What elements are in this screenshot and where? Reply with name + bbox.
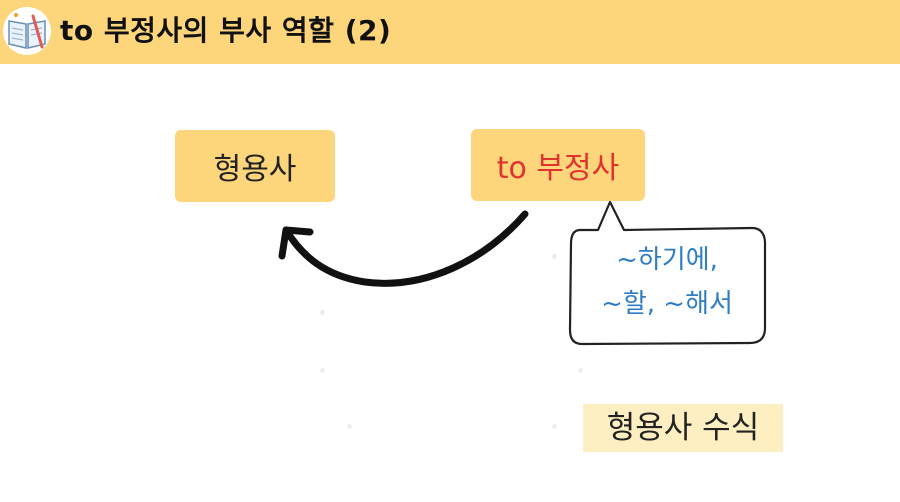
bubble-line-2: ~할, ~해서 <box>601 289 733 319</box>
slide-header: to 부정사의 부사 역할 (2) <box>0 0 900 64</box>
decorative-dot <box>552 254 557 259</box>
slide-title: to 부정사의 부사 역할 (2) <box>60 14 392 47</box>
speech-bubble <box>568 200 767 346</box>
decorative-dot <box>347 424 352 429</box>
decorative-dot <box>320 368 325 373</box>
open-book-icon <box>3 7 51 55</box>
caption-text: 형용사 수식 <box>606 410 760 446</box>
bubble-line-1: ~하기에, <box>616 245 718 275</box>
speech-bubble-text: ~하기에, ~할, ~해서 <box>574 238 760 326</box>
decorative-dot <box>320 310 325 315</box>
adjective-box: 형용사 <box>175 130 335 202</box>
decorative-dot <box>578 368 583 373</box>
decorative-dot <box>552 424 557 429</box>
infinitive-box: to 부정사 <box>471 129 645 201</box>
curved-arrow <box>278 210 529 287</box>
caption-highlight <box>583 404 783 452</box>
